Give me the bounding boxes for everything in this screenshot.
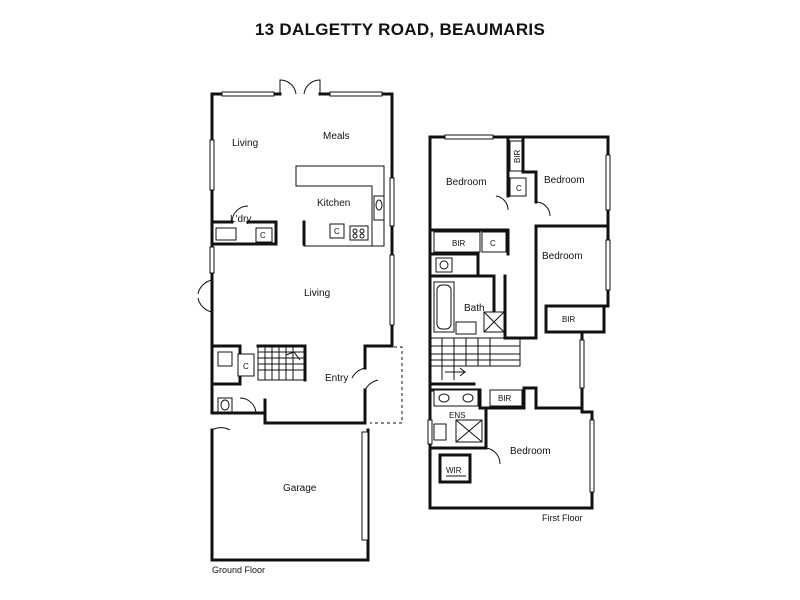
room-label-kitchen: Kitchen bbox=[317, 198, 350, 209]
bath-vanity bbox=[455, 321, 477, 335]
hotplate-1 bbox=[352, 228, 358, 234]
window-left-living bbox=[209, 139, 215, 191]
vanity bbox=[217, 351, 233, 367]
ensuite-door bbox=[485, 447, 501, 465]
room-label-bir-2: BIR bbox=[452, 239, 466, 248]
bath-wc bbox=[435, 257, 453, 273]
ensuite-basin-2 bbox=[462, 393, 474, 403]
laundry-walls bbox=[210, 220, 278, 246]
room-label-bedroom-4: Bedroom bbox=[510, 446, 551, 457]
bath-wc-bowl bbox=[439, 260, 449, 270]
ensuite-shower-cross bbox=[455, 419, 483, 443]
laundry-cupboard-box bbox=[255, 227, 273, 243]
bir-3-walls bbox=[544, 304, 606, 334]
porch-outline bbox=[370, 346, 403, 424]
room-label-bir-3: BIR bbox=[562, 315, 576, 324]
room-label-entry-cupboard: C bbox=[243, 362, 249, 371]
room-label-garage: Garage bbox=[283, 483, 317, 494]
hotplate-4 bbox=[359, 233, 365, 239]
room-label-laundry-cupboard: C bbox=[260, 231, 266, 240]
stair-wall bbox=[256, 344, 307, 382]
entry-door bbox=[351, 367, 379, 391]
room-label-bedroom-1: Bedroom bbox=[446, 177, 487, 188]
bir-4-box bbox=[489, 389, 523, 407]
window-top-left bbox=[221, 91, 275, 97]
room-label-bath: Bath bbox=[464, 303, 485, 314]
window-bedroom-2 bbox=[605, 154, 611, 211]
wir-walls bbox=[438, 453, 472, 484]
bedroom-partitions-mid bbox=[428, 224, 610, 256]
room-label-meals: Meals bbox=[323, 131, 350, 142]
garage-walls bbox=[210, 428, 370, 562]
first-floor-stairs bbox=[429, 337, 521, 380]
plan-title: 13 DALGETTY ROAD, BEAUMARIS bbox=[254, 20, 546, 39]
side-door-left bbox=[197, 279, 213, 313]
first-floor-plan: Bedroom BIR Bedroom C BIR C Bedroom Bath… bbox=[427, 134, 611, 523]
powder-door bbox=[239, 397, 257, 415]
room-label-cupboard-2: C bbox=[490, 239, 496, 248]
first-floor-caption: First Floor bbox=[542, 513, 583, 523]
hall-walls bbox=[503, 224, 538, 340]
cooktop bbox=[349, 225, 369, 241]
ground-floor-plan: Living Meals Kitchen L'dry C C Living C … bbox=[197, 79, 403, 575]
bedroom-doors-top bbox=[495, 195, 551, 217]
hotplate-3 bbox=[352, 233, 358, 239]
room-label-living-upper: Living bbox=[232, 138, 258, 149]
room-label-wir: WIR bbox=[446, 466, 462, 475]
window-bedroom-1 bbox=[444, 134, 494, 140]
window-top-right bbox=[329, 91, 383, 97]
window-right-kitchen bbox=[389, 177, 395, 227]
ensuite-wc bbox=[433, 423, 447, 441]
window-landing bbox=[579, 339, 585, 389]
ground-stairs bbox=[257, 345, 306, 381]
window-right-living bbox=[389, 254, 395, 326]
laundry-door bbox=[231, 205, 249, 223]
kitchen-sink bbox=[373, 195, 385, 221]
french-doors-top bbox=[279, 79, 321, 95]
window-bedroom-3 bbox=[605, 239, 611, 291]
room-label-bir-4: BIR bbox=[498, 394, 512, 403]
bathtub bbox=[433, 281, 455, 333]
laundry-trough bbox=[215, 227, 237, 241]
room-label-bir-1: BIR bbox=[513, 149, 522, 163]
room-label-bedroom-3: Bedroom bbox=[542, 251, 583, 262]
window-bedroom-4 bbox=[589, 419, 595, 493]
wc bbox=[217, 397, 233, 413]
kitchen-cupboard-box bbox=[329, 223, 345, 239]
room-label-bedroom-2: Bedroom bbox=[544, 175, 585, 186]
ensuite-top-walls bbox=[428, 386, 584, 410]
room-label-kitchen-cupboard: C bbox=[334, 227, 340, 236]
window-ensuite bbox=[427, 419, 433, 445]
room-label-living-main: Living bbox=[304, 288, 330, 299]
garage-side-door bbox=[211, 427, 231, 431]
ensuite-vanity bbox=[433, 389, 479, 407]
room-label-entry: Entry bbox=[325, 373, 348, 384]
wc-bowl bbox=[220, 399, 230, 411]
ground-floor-caption: Ground Floor bbox=[212, 565, 265, 575]
sink-bowl bbox=[375, 199, 383, 211]
bir-1-box bbox=[509, 140, 523, 172]
bedroom-partitions-top bbox=[506, 135, 538, 204]
room-label-ens: ENS bbox=[449, 411, 465, 420]
bath-shower-cross bbox=[483, 311, 505, 333]
room-label-laundry: L'dry bbox=[230, 214, 251, 225]
cupboard-2-box bbox=[481, 231, 507, 253]
ensuite-basin-1 bbox=[438, 393, 450, 403]
first-stair-arrow bbox=[445, 367, 467, 377]
garage-door bbox=[361, 431, 369, 541]
hotplate-2 bbox=[359, 228, 365, 234]
bathtub-inner bbox=[436, 284, 452, 330]
bir-2-box bbox=[433, 231, 481, 253]
cupboard-1-box bbox=[509, 177, 527, 197]
room-label-cupboard-1: C bbox=[516, 184, 522, 193]
stair-arrow bbox=[285, 351, 301, 361]
entry-cupboard-box bbox=[237, 353, 255, 377]
window-left-living-main bbox=[209, 246, 215, 274]
